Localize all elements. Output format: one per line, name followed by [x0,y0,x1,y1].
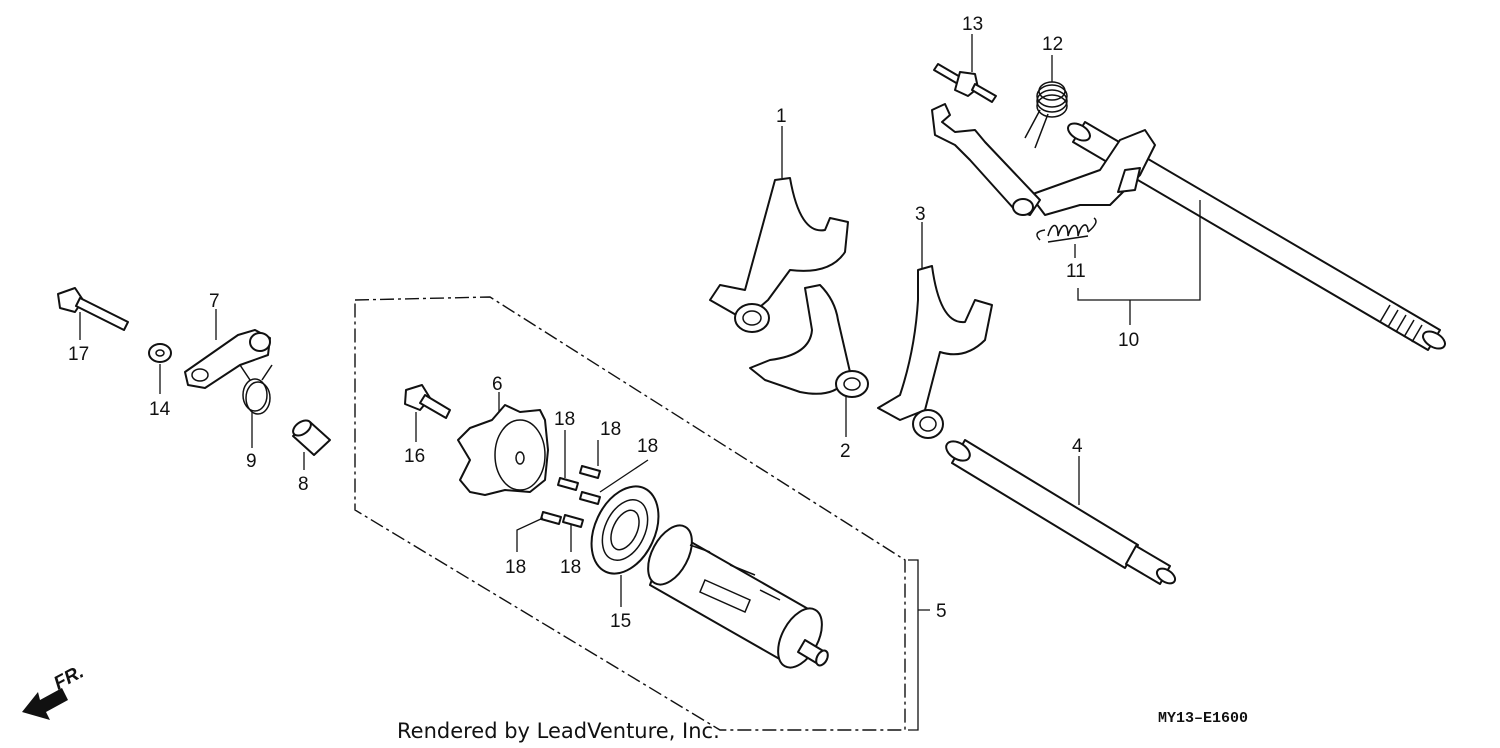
assembly-5-boundary [354,296,906,731]
label-10: 10 [1118,330,1139,351]
shift-drum[interactable] [639,518,831,674]
shift-fork-1[interactable] [709,177,849,333]
stopper-arm-7[interactable] [184,329,271,389]
shift-fork-3[interactable] [877,265,993,439]
collar-8[interactable] [290,417,331,456]
label-5: 5 [936,601,947,622]
bearing-15[interactable] [578,476,671,585]
label-6: 6 [492,374,503,395]
label-7: 7 [209,291,220,312]
label-18-a: 18 [554,409,575,430]
label-11: 11 [1066,261,1086,282]
leader-lines [79,34,1201,731]
spring-12[interactable] [1024,81,1068,149]
label-18-c: 18 [637,436,658,457]
shift-fork-2[interactable] [749,284,869,398]
label-13: 13 [962,14,983,35]
bolt-16[interactable] [404,384,451,419]
label-18-b: 18 [600,419,621,440]
label-2: 2 [840,441,851,462]
label-17: 17 [68,344,89,365]
front-arrow-icon [22,688,68,720]
label-8: 8 [298,474,309,495]
dowel-pins-18[interactable] [540,465,601,528]
label-16: 16 [404,446,425,467]
label-1: 1 [776,106,787,127]
bolt-13[interactable] [933,63,997,103]
gearshift-spindle-10[interactable] [931,103,1448,352]
label-15: 15 [610,611,631,632]
spring-9[interactable] [239,364,273,415]
bolt-17[interactable] [57,287,129,331]
credit-text: Rendered by LeadVenture, Inc. [397,719,720,743]
label-4: 4 [1072,436,1083,457]
label-3: 3 [915,204,926,225]
label-18-d: 18 [505,557,526,578]
label-12: 12 [1042,34,1063,55]
drum-stopper-plate-6[interactable] [457,404,549,496]
front-indicator-label: FR. [50,662,87,695]
diagram-code: MY13–E1600 [1158,710,1248,727]
washer-14[interactable] [148,343,172,363]
label-14: 14 [149,399,171,420]
fork-shaft-4[interactable] [943,437,1178,586]
label-18-e: 18 [560,557,581,578]
label-9: 9 [246,451,257,472]
spring-11[interactable] [1036,217,1097,243]
